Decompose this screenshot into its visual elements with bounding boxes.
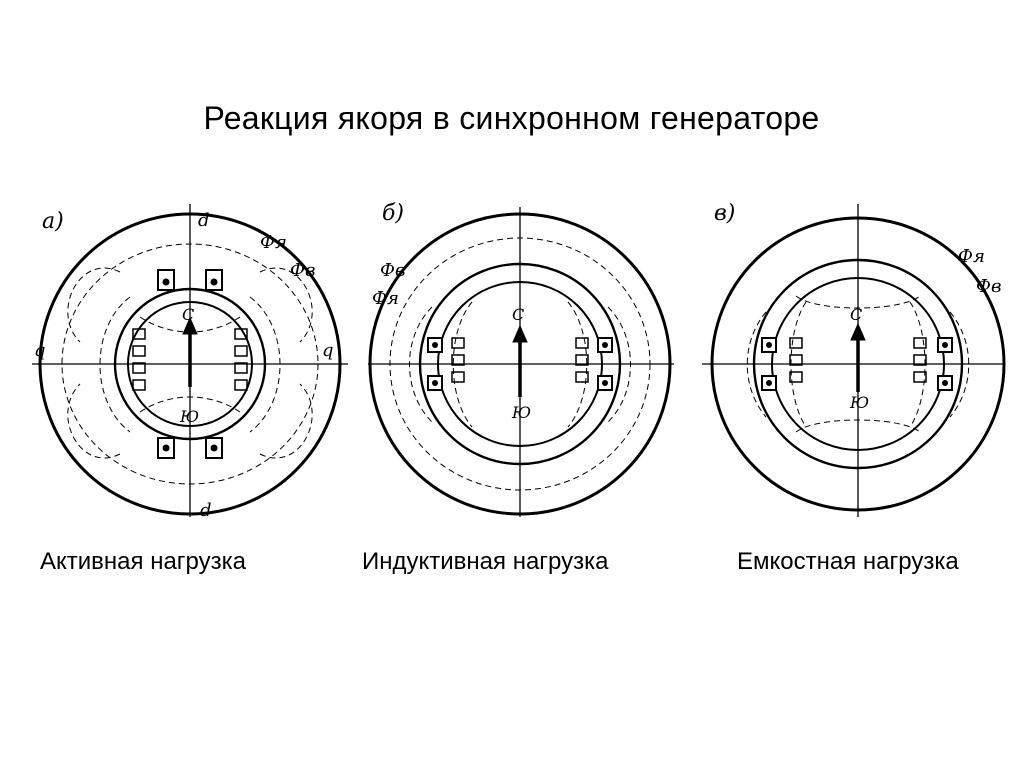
pole-north: С [512,305,524,324]
caption-active-load: Активная нагрузка [40,548,247,575]
rotor-outer [771,277,945,451]
main-flux-arrow [850,322,866,392]
diagram-tag: в) [714,201,735,226]
stator-inner [113,287,267,441]
diagram-tag: б) [382,201,404,226]
flux-lines [389,237,651,491]
conductors [432,342,608,386]
stator-outer [368,212,672,516]
page-title: Реакция якоря в синхронном генераторе [203,100,820,136]
caption-capacitive-load: Емкостная нагрузка [737,548,959,575]
flux-lines [61,243,319,485]
rotor-windings [132,328,248,391]
rotor-windings [451,337,589,383]
pole-south: Ю [849,393,869,412]
stator-outer [710,216,1006,512]
flux-field-label: Фв [976,276,1001,297]
axis-q-right: q [322,340,334,361]
stator-outer [38,212,342,516]
stator-inner [418,262,622,466]
axis-d-bottom: d [200,500,212,521]
axis-q-left: q [34,340,46,361]
pole-south: Ю [511,403,531,422]
pole-south: Ю [179,407,199,426]
pole-north: С [182,305,194,324]
axis-d-top: d [198,210,210,231]
diagram-capacitive-load: в) С Ю Фя Фв [702,201,1006,517]
flux-armature-label: Фя [958,246,985,267]
flux-field-label: Фв [380,260,405,281]
rotor-outer [437,281,603,447]
rotor-outer [127,301,253,427]
flux-field-label: Фв [290,260,315,281]
main-flux-arrow [512,324,528,397]
stator-inner [752,258,964,470]
flux-armature-label: Фя [260,232,287,253]
diagram-inductive-load: б) С Ю Фв Фя [368,201,674,517]
caption-inductive-load: Индуктивная нагрузка [362,548,609,575]
conductors [162,278,218,452]
diagram-active-load: а) d d q q С Ю Фя Фв [32,204,348,521]
rotor-windings [789,337,927,383]
conductors [766,342,948,386]
pole-north: С [850,305,862,324]
main-flux-arrow [182,316,198,387]
diagram-tag: а) [42,209,64,234]
flux-armature-label: Фя [372,288,399,309]
